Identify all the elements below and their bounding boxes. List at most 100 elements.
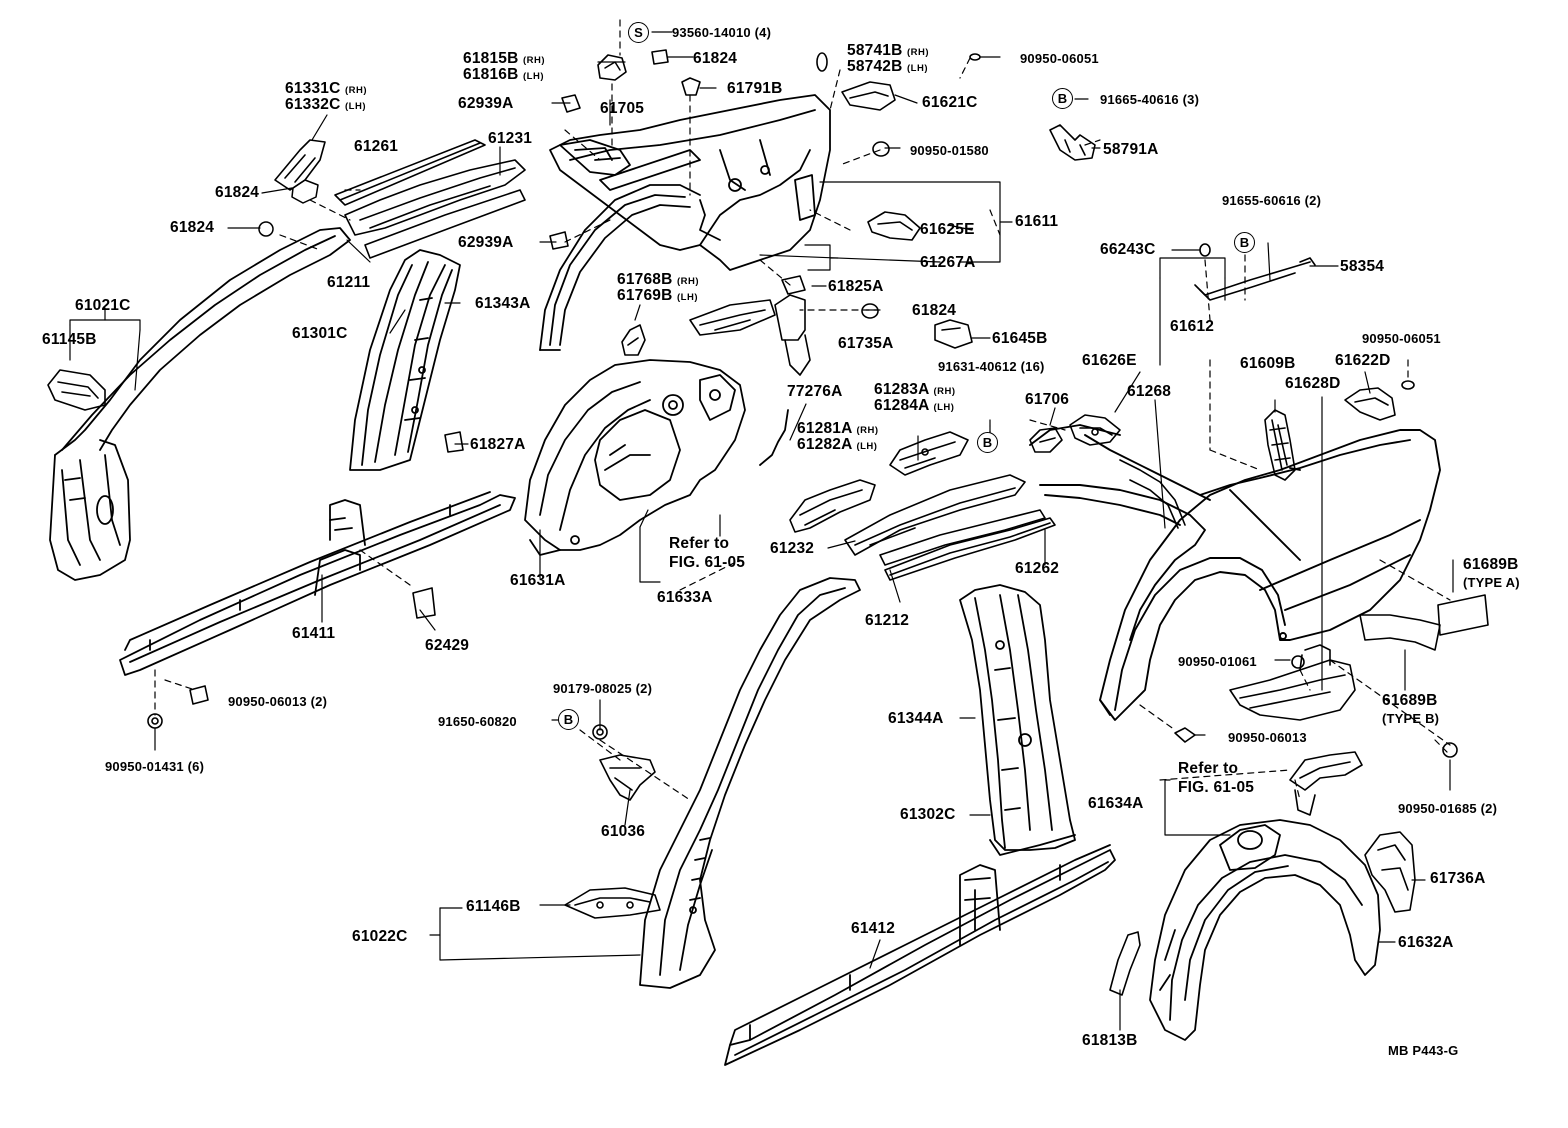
- label-61343a: 61343A: [475, 295, 531, 312]
- part-61689b-type-a: [1438, 595, 1488, 635]
- part-61827a: [445, 432, 463, 452]
- label-61621c: 61621C: [922, 94, 978, 111]
- label-61816b: 61816B (LH): [463, 66, 545, 83]
- label-91631-40612: 91631-40612 (16): [938, 359, 1045, 374]
- part-61412-rocker: [725, 845, 1115, 1065]
- label-61689b-b: 61689B: [1382, 692, 1438, 709]
- part-61268-inner-panel: [1120, 460, 1185, 528]
- part-58791a-hinge: [1050, 125, 1095, 160]
- label-61827a: 61827A: [470, 436, 526, 453]
- label-refer-to-right: Refer to: [1178, 760, 1239, 777]
- label-fig-61-05-right: FIG. 61-05: [1178, 779, 1255, 796]
- label-61824-left-a: 61824: [215, 184, 260, 201]
- part-61735a: [690, 295, 810, 375]
- label-61609b: 61609B: [1240, 355, 1296, 372]
- part-61706: [1030, 428, 1062, 452]
- part-61815b-clip-inner: [605, 62, 620, 70]
- label-90950-01061: 90950-01061: [1178, 654, 1257, 669]
- part-61609b: [1265, 410, 1295, 480]
- label-77276a: 77276A: [787, 383, 843, 400]
- label-61634a: 61634A: [1088, 795, 1144, 812]
- label-type-a: (TYPE A): [1463, 575, 1520, 590]
- label-61332c: 61332C (LH): [285, 96, 367, 113]
- label-90950-01580: 90950-01580: [910, 143, 989, 158]
- label-61146b: 61146B: [466, 898, 521, 915]
- label-61628d: 61628D: [1285, 375, 1341, 392]
- part-61631a-wheelhouse-inner: [525, 360, 745, 555]
- b-mark-circle-mid: B: [977, 432, 998, 453]
- label-61769b: 61769B (LH): [617, 287, 699, 304]
- label-62939a-top: 62939A: [458, 95, 514, 112]
- label-61231: 61231: [488, 130, 533, 147]
- label-61268: 61268: [1127, 383, 1172, 400]
- label-62429: 62429: [425, 637, 470, 654]
- label-61412: 61412: [851, 920, 896, 937]
- label-62939a-mid: 62939A: [458, 234, 514, 251]
- label-type-b: (TYPE B): [1382, 711, 1440, 726]
- part-61824-round-clip: [862, 304, 878, 318]
- part-90950-06051-top: [970, 54, 980, 60]
- label-61411: 61411: [292, 625, 336, 642]
- part-61267a-wheelhouse-arch: [540, 185, 720, 350]
- part-77276a-rod: [760, 410, 788, 465]
- label-61625e: 61625E: [920, 221, 975, 238]
- part-61022c-rear-pillar: [640, 578, 860, 988]
- part-61736a: [1365, 832, 1415, 912]
- part-61625e: [868, 212, 920, 240]
- label-61267a: 61267A: [920, 254, 976, 271]
- label-91665-40616: 91665-40616 (3): [1100, 92, 1200, 107]
- label-61626e: 61626E: [1082, 352, 1137, 369]
- part-61824-top-clip: [652, 50, 668, 64]
- part-61036-gusset: [600, 755, 655, 800]
- part-61768b: [622, 325, 645, 355]
- label-61281a: 61281A (RH): [797, 420, 879, 437]
- label-61633a: 61633A: [657, 589, 713, 606]
- label-61815b: 61815B (RH): [463, 50, 546, 67]
- label-61645b: 61645B: [992, 330, 1048, 347]
- label-90950-01685: 90950-01685 (2): [1398, 801, 1498, 816]
- label-61825a: 61825A: [828, 278, 884, 295]
- label-61022c: 61022C: [352, 928, 408, 945]
- part-58741b: [817, 53, 827, 71]
- part-90950-06013-plug-b: [1175, 728, 1195, 742]
- label-61824-top: 61824: [693, 50, 738, 67]
- part-61689b-type-b: [1360, 615, 1440, 650]
- label-58354: 58354: [1340, 258, 1385, 275]
- part-61612-quarter-panel: [1030, 425, 1440, 720]
- part-61262-side-rail: [885, 518, 1055, 580]
- part-61344a-center-pillar: [960, 585, 1075, 855]
- part-61621c: [842, 82, 895, 110]
- label-61145b: 61145B: [42, 331, 97, 348]
- b-mark-circle-bottom: B: [558, 709, 579, 730]
- label-61331c: 61331C (RH): [285, 80, 368, 97]
- label-61262: 61262: [1015, 560, 1060, 577]
- part-61824-clip-b: [292, 180, 318, 203]
- part-62939a-top: [562, 95, 580, 112]
- label-90950-06051-top: 90950-06051: [1020, 51, 1099, 66]
- b-mark-circle-right: B: [1234, 232, 1255, 253]
- part-62939a-mid: [550, 232, 568, 249]
- label-91655-60616: 91655-60616 (2): [1222, 193, 1322, 208]
- part-66243c: [1200, 244, 1210, 256]
- part-61283a-bracket: [890, 432, 968, 475]
- b-mark-circle-top: B: [1052, 88, 1073, 109]
- label-58742b: 58742B (LH): [847, 58, 929, 75]
- s-mark-circle: S: [628, 22, 649, 43]
- label-90950-01431: 90950-01431 (6): [105, 759, 205, 774]
- label-61736a: 61736A: [1430, 870, 1486, 887]
- part-61146b-bracket: [565, 888, 660, 918]
- label-93560-14010: 93560-14010 (4): [672, 25, 772, 40]
- part-90950-01580-plug: [873, 142, 889, 156]
- label-61301c: 61301C: [292, 325, 348, 342]
- part-61813b: [1110, 932, 1140, 995]
- part-61145b: [48, 370, 105, 410]
- part-58354-rod: [1195, 258, 1315, 300]
- label-refer-to-left: Refer to: [669, 535, 730, 552]
- part-90950-01061-grommet: [1292, 656, 1304, 668]
- label-61632a: 61632A: [1398, 934, 1454, 951]
- label-58741b: 58741B (RH): [847, 42, 930, 59]
- label-61735a: 61735A: [838, 335, 894, 352]
- label-61612: 61612: [1170, 318, 1215, 335]
- part-90950-06051-right: [1402, 381, 1414, 389]
